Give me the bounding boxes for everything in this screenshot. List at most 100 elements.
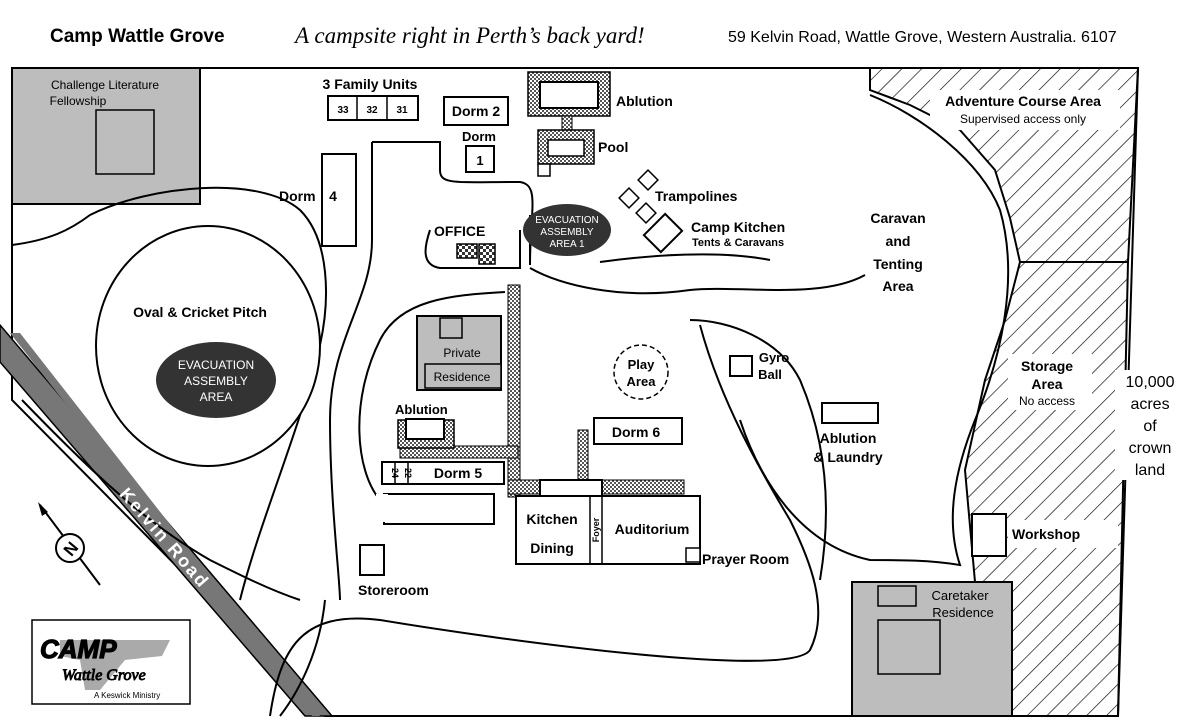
caretaker-building xyxy=(877,619,941,675)
caravan-label-3: Tenting xyxy=(873,256,923,272)
compass: N xyxy=(38,502,101,586)
ablution-north-label: Ablution xyxy=(616,93,673,109)
adventure-label-bg xyxy=(930,90,1120,130)
crown-label-5: land xyxy=(1135,462,1165,479)
logo-sub-text: A Keswick Ministry xyxy=(94,691,160,700)
dorm-5-unit-24: 24 xyxy=(390,468,400,478)
dorm-1-label-b: 1 xyxy=(476,153,483,168)
dorm-2-label: Dorm 2 xyxy=(452,103,500,119)
pool-label: Pool xyxy=(598,139,628,155)
evac1-label-3: AREA 1 xyxy=(549,239,584,250)
play-area-label-1: Play xyxy=(628,357,656,372)
western-track xyxy=(11,186,327,601)
office-block-a xyxy=(456,243,478,259)
dining-label: Dining xyxy=(530,540,574,556)
dorm-4-label-a: Dorm xyxy=(279,188,316,204)
crown-label-3: of xyxy=(1143,418,1157,435)
ablution-laundry xyxy=(821,402,879,424)
camp-kitchen-building xyxy=(642,212,684,254)
prayer-room xyxy=(685,547,701,563)
trampolines xyxy=(618,169,659,224)
unit-32-label: 32 xyxy=(366,105,378,116)
workshop-label: Workshop xyxy=(1012,526,1080,542)
central-loop-north xyxy=(529,267,866,295)
challenge-label-1: Challenge Literature xyxy=(51,78,159,92)
dorm-2 xyxy=(443,96,509,126)
office-block-b xyxy=(478,243,496,265)
challenge-literature-building xyxy=(95,109,155,175)
crown-label-4: crown xyxy=(1129,440,1172,457)
caravan-area-edge xyxy=(739,94,1010,567)
evac2-label-3: AREA xyxy=(200,390,233,404)
auditorium-label: Auditorium xyxy=(615,521,690,537)
gyro-label-1: Gyro xyxy=(759,350,789,365)
family-units-block xyxy=(327,95,419,121)
caravan-label-1: Caravan xyxy=(870,210,925,226)
office-loop xyxy=(424,229,521,269)
crown-label-bg xyxy=(1115,370,1185,480)
main-road-west xyxy=(328,142,373,601)
unit-31-label: 31 xyxy=(396,105,408,116)
dorm-6 xyxy=(593,417,683,445)
storage-label-bg xyxy=(1008,354,1092,410)
prayer-room-label: Prayer Room xyxy=(702,551,789,567)
dorm-5-unit-22: 22 xyxy=(403,468,413,478)
play-area xyxy=(613,344,669,400)
ablution-central-label: Ablution xyxy=(395,402,448,417)
adventure-label: Adventure Course Area xyxy=(945,93,1101,109)
dorm-6-label: Dorm 6 xyxy=(612,424,660,440)
challenge-label-2: Fellowship xyxy=(50,94,107,108)
kitchen-auditorium-building xyxy=(515,495,701,565)
family-units-label: 3 Family Units xyxy=(323,76,418,92)
crown-label-1: 10,000 xyxy=(1126,374,1175,391)
dorm-1 xyxy=(465,145,495,173)
kelvin-road-label: Kelvin Road xyxy=(116,484,214,592)
inner-east-track xyxy=(689,319,827,581)
gyro-label-2: Ball xyxy=(758,367,782,382)
camp-kitchen-sublabel: Tents & Caravans xyxy=(692,237,784,249)
oval-access-track xyxy=(21,399,301,601)
evac2-label-2: ASSEMBLY xyxy=(184,374,248,388)
evacuation-assembly-area-1 xyxy=(523,204,611,256)
adventure-sublabel: Supervised access only xyxy=(960,112,1086,126)
play-area-label-2: Area xyxy=(627,374,657,389)
private-residence-label-1: Private xyxy=(443,346,481,360)
private-residence-label-2: Residence xyxy=(434,370,491,384)
crown-label-2: acres xyxy=(1130,396,1169,413)
caravan-label-4: Area xyxy=(882,278,913,294)
ablution-laundry-label-1: Ablution xyxy=(820,430,877,446)
dorm-5 xyxy=(381,461,505,485)
evac1-label-2: ASSEMBLY xyxy=(540,227,593,238)
gyro-ball xyxy=(729,355,753,377)
logo-wattle-text: Wattle Grove xyxy=(62,667,146,684)
map-tagline: A campsite right in Perth’s back yard! xyxy=(293,23,645,48)
storage-label-1: Storage xyxy=(1021,358,1073,374)
storage-label-2: Area xyxy=(1031,376,1062,392)
camp-kitchen-label: Camp Kitchen xyxy=(691,219,785,235)
workshop xyxy=(971,513,1007,557)
dorm-4-label-b: 4 xyxy=(329,188,337,204)
kitchen-label: Kitchen xyxy=(526,511,577,527)
unit-33-label: 33 xyxy=(337,105,349,116)
logo-camp-text: CAMP xyxy=(40,634,117,664)
dorm-1-label-a: Dorm xyxy=(462,129,496,144)
oval-label: Oval & Cricket Pitch xyxy=(133,304,267,320)
storage-sublabel: No access xyxy=(1019,394,1075,408)
foyer-label: Foyer xyxy=(591,517,601,542)
caretaker-label-2: Residence xyxy=(932,605,993,620)
covered-walkway-north xyxy=(507,284,521,498)
evacuation-assembly-area xyxy=(156,342,276,418)
central-loop-west xyxy=(358,291,506,501)
covered-walkway-dorm6 xyxy=(577,429,589,483)
caravan-label-2: and xyxy=(886,233,911,249)
map-title: Camp Wattle Grove xyxy=(50,26,225,47)
evac2-label-1: EVACUATION xyxy=(178,358,254,372)
kelvin-road-band xyxy=(10,333,320,716)
west-service-track xyxy=(279,599,326,717)
main-road-inner xyxy=(372,141,534,266)
dorm-5-annex xyxy=(383,493,495,525)
caretaker-annex xyxy=(877,585,917,607)
covered-walkway-west xyxy=(399,445,519,459)
map-address: 59 Kelvin Road, Wattle Grove, Western Au… xyxy=(728,29,1117,46)
